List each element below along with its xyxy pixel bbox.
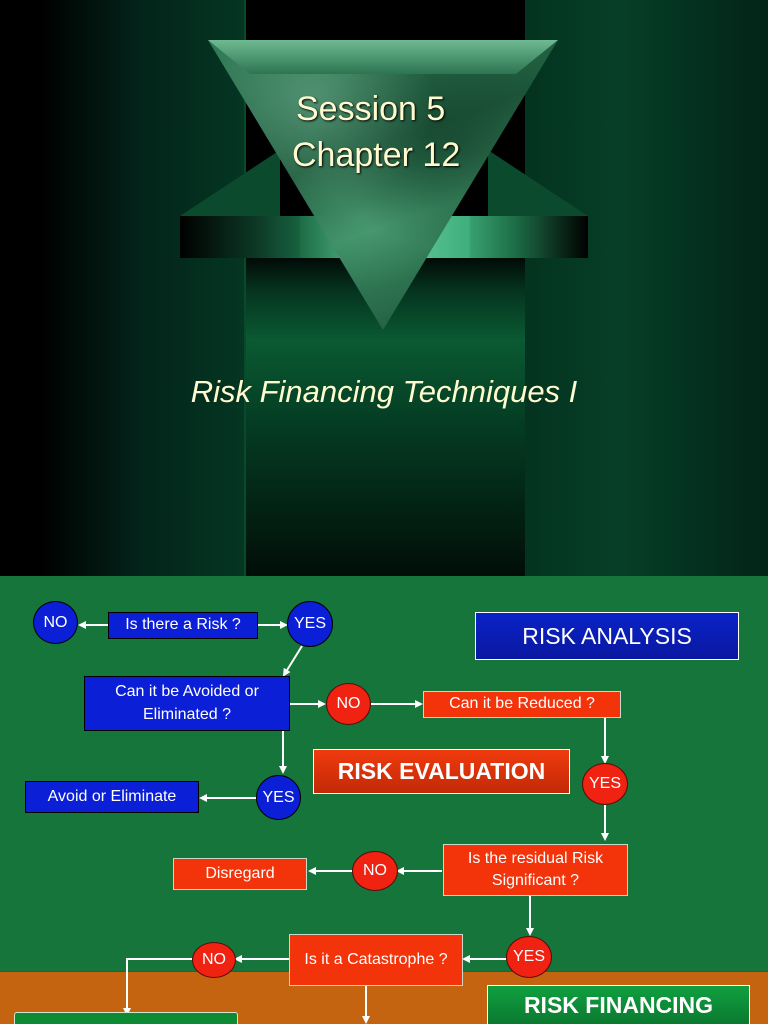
decision-yes-avoid: YES: [256, 775, 301, 820]
financing-option-box: [14, 1012, 238, 1024]
can-reduce-node: Can it be Reduced ?: [423, 691, 621, 718]
session-title: Session 5: [296, 90, 446, 128]
crossbar-left: [180, 216, 310, 258]
avoid-eliminate-node: Avoid or Eliminate: [25, 781, 199, 813]
is-there-risk-node: Is there a Risk ?: [108, 612, 258, 639]
risk-analysis-header: RISK ANALYSIS: [475, 612, 739, 660]
can-avoid-node: Can it be Avoided or Eliminated ?: [84, 676, 290, 731]
risk-financing-header: RISK FINANCING: [487, 985, 750, 1024]
disregard-node: Disregard: [173, 858, 307, 890]
crossbar-right: [458, 216, 588, 258]
decision-no-residual: NO: [352, 851, 398, 891]
decision-yes-risk: YES: [287, 601, 333, 647]
slide-subtitle: Risk Financing Techniques I: [190, 374, 578, 409]
flow-arrows: [78, 621, 609, 1024]
risk-evaluation-header: RISK EVALUATION: [313, 749, 570, 794]
catastrophe-node: Is it a Catastrophe ?: [289, 934, 463, 986]
pyramid-wing-right: [488, 150, 588, 216]
arrow-no-to-left-down: [123, 958, 192, 1016]
title-slide: Session 5 Chapter 12 Risk Financing Tech…: [0, 0, 768, 576]
residual-significant-node: Is the residual Risk Significant ?: [443, 844, 628, 896]
arrow-yes-to-avoid: [282, 645, 303, 677]
decision-no-risk: NO: [33, 601, 78, 644]
flowchart-slide: RISK ANALYSIS RISK EVALUATION RISK FINAN…: [0, 576, 768, 1024]
pyramid-wing-left: [180, 150, 280, 216]
decision-no-catastrophe: NO: [192, 942, 236, 978]
decision-yes-residual: YES: [506, 936, 552, 978]
decision-yes-reduce: YES: [582, 763, 628, 805]
decision-no-avoid: NO: [326, 683, 371, 725]
chapter-title: Chapter 12: [292, 136, 461, 174]
pyramid-top-face: [208, 40, 558, 74]
band-edge: [244, 0, 246, 576]
